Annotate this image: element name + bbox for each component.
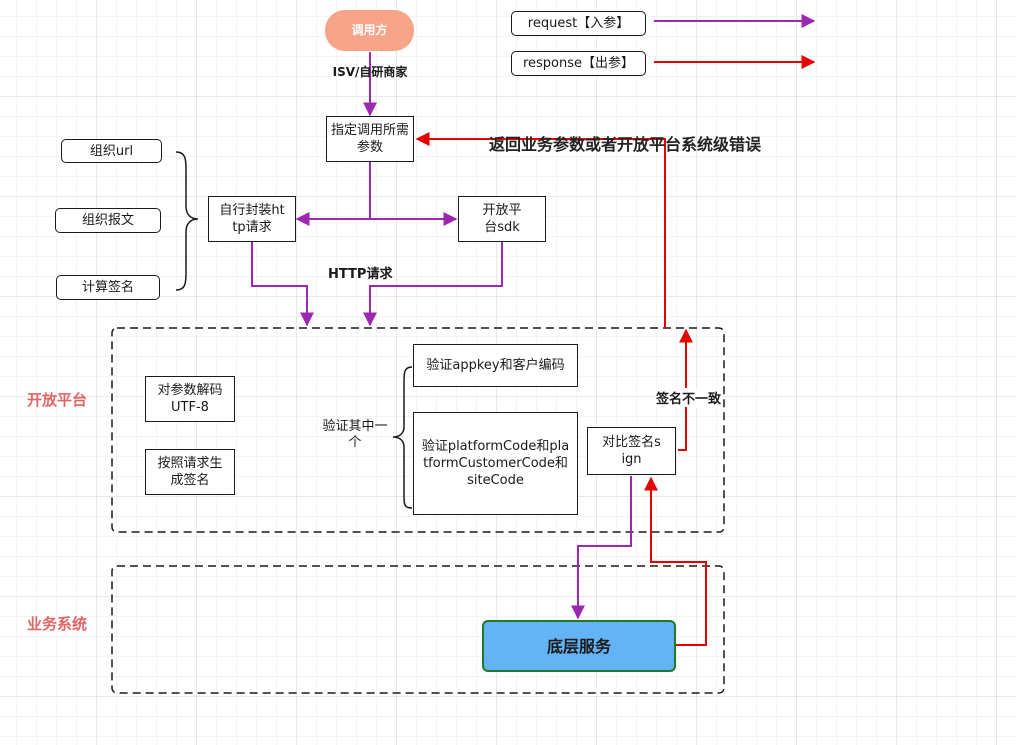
verify-one-label: 验证其中一个 — [322, 419, 388, 450]
open-sdk-box: 开放平台sdk — [458, 196, 546, 242]
self-wrap-http-box: 自行封装http请求 — [208, 196, 296, 242]
caller-subtitle: ISV/自研商家 — [332, 65, 408, 79]
verify-brace — [392, 366, 413, 509]
build-steps-brace — [175, 151, 199, 291]
gen-sign-box: 按照请求生成签名 — [145, 449, 235, 495]
sign-mismatch-label: 签名不一致 — [655, 388, 723, 407]
underlying-service-box: 底层服务 — [482, 620, 676, 672]
open-platform-label: 开放平台 — [27, 391, 88, 409]
verify-appkey-box: 验证appkey和客户编码 — [413, 344, 578, 387]
mismatch-arrow — [678, 328, 693, 451]
caller-node: 调用方 — [325, 10, 414, 51]
return-arrow — [415, 132, 666, 328]
legend-request-box: request【入参】 — [511, 11, 646, 36]
decode-box: 对参数解码UTF-8 — [145, 376, 235, 422]
open-platform-region — [111, 327, 725, 533]
compare-to-service-arrow — [571, 476, 632, 620]
build-body-box: 组织报文 — [55, 208, 161, 233]
http-request-label: HTTP请求 — [328, 267, 393, 282]
business-system-label: 业务系统 — [27, 615, 88, 633]
compare-sign-box: 对比签名sign — [587, 427, 676, 475]
self-wrap-to-platform-arrow — [251, 242, 314, 327]
return-label: 返回业务参数或者开放平台系统级错误 — [489, 135, 762, 154]
calc-sign-box: 计算签名 — [56, 275, 160, 300]
specify-params-box: 指定调用所需参数 — [326, 116, 414, 162]
verify-platform-box: 验证platformCode和platformCustomerCode和site… — [413, 412, 578, 515]
service-to-compare-arrow — [644, 476, 707, 646]
business-system-region — [111, 565, 725, 694]
legend-response-box: response【出参】 — [511, 51, 646, 76]
build-url-box: 组织url — [61, 139, 162, 163]
sdk-to-platform-arrow — [363, 242, 503, 327]
